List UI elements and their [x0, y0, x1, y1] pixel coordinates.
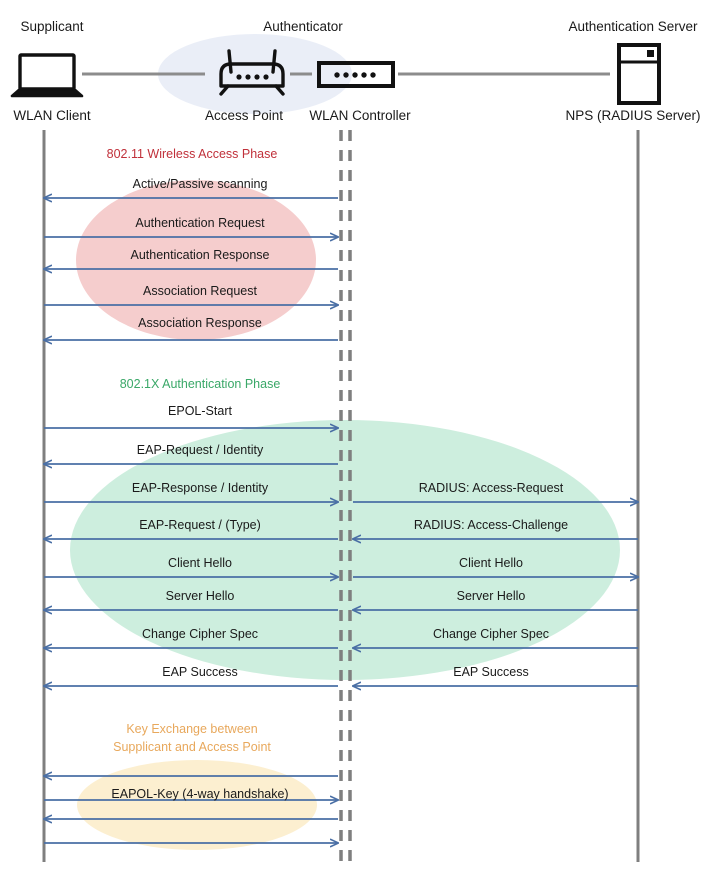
device-label-wlan-controller: WLAN Controller — [309, 108, 411, 123]
phase-label-key-exchange-line1: Key Exchange between — [126, 722, 258, 736]
wlan-controller-icon — [317, 61, 395, 88]
message-label-m1: Active/Passive scanning — [132, 177, 268, 191]
message-label-m12: Change Cipher Spec — [141, 627, 259, 641]
role-title-supplicant: Supplicant — [20, 19, 84, 34]
message-label-m6: EPOL-Start — [168, 404, 232, 418]
laptop-icon — [10, 53, 84, 98]
message-label-m13r: EAP Success — [453, 665, 529, 679]
message-label-m13: EAP Success — [162, 665, 238, 679]
message-label-m5: Association Response — [138, 316, 262, 330]
message-label-m8r: RADIUS: Access-Request — [418, 481, 564, 495]
phase-key-exchange-ellipse — [77, 760, 317, 850]
message-label-m7: EAP-Request / Identity — [136, 443, 264, 457]
message-label-m9: EAP-Request / (Type) — [139, 518, 261, 532]
phase-802-1x-ellipse — [70, 420, 620, 680]
message-label-m12r: Change Cipher Spec — [432, 627, 550, 641]
message-arrow-group — [44, 198, 638, 843]
device-label-access-point: Access Point — [204, 108, 284, 123]
authenticator-lifeline — [339, 130, 352, 862]
message-label-m3: Authentication Response — [130, 248, 270, 262]
message-label-m2: Authentication Request — [135, 216, 265, 230]
role-title-auth-server: Authentication Server — [568, 19, 698, 34]
access-point-icon — [219, 49, 285, 96]
server-rack-icon — [617, 43, 661, 105]
message-label-k3: EAPOL-Key (4-way handshake) — [111, 787, 289, 801]
message-label-m10r: Client Hello — [459, 556, 523, 570]
message-label-m4: Association Request — [143, 284, 257, 298]
device-label-nps-server: NPS (RADIUS Server) — [565, 108, 701, 123]
message-label-m8: EAP-Response / Identity — [131, 481, 269, 495]
device-label-wlan-client: WLAN Client — [13, 108, 91, 123]
phase-label-802-1x: 802.1X Authentication Phase — [119, 377, 281, 391]
message-label-m9r: RADIUS: Access-Challenge — [413, 518, 569, 532]
diagram-frame — [42, 130, 640, 862]
phase-ellipse-group — [70, 180, 620, 850]
role-title-authenticator: Authenticator — [263, 19, 343, 34]
authenticator-halo — [158, 34, 352, 114]
message-label-m11: Server Hello — [165, 589, 235, 603]
phase-label-802-11: 802.11 Wireless Access Phase — [106, 147, 278, 161]
phase-label-key-exchange-line2: Supplicant and Access Point — [113, 740, 271, 754]
message-label-m11r: Server Hello — [456, 589, 526, 603]
phase-802-11-ellipse — [76, 180, 316, 340]
message-label-m10: Client Hello — [168, 556, 232, 570]
